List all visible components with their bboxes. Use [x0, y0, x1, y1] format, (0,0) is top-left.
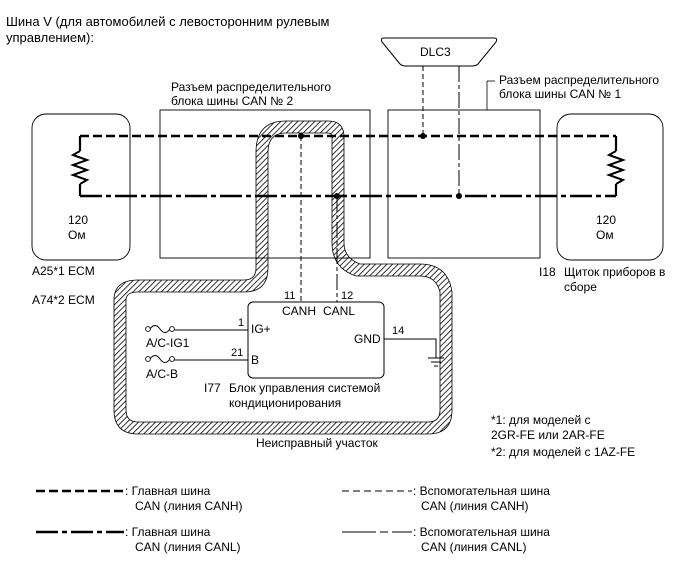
pin-b-label: B: [251, 353, 260, 367]
ecm-label-a74: A74*2 ECM: [32, 293, 95, 307]
pin-canl-number: 12: [341, 290, 354, 302]
junction1-label-line1: Разъем распределительного: [499, 73, 660, 87]
legend-sub-canl-line1: : Вспомогательная шина: [413, 525, 550, 539]
ac-unit-code: I77: [204, 381, 221, 395]
meter-label-line2: сборе: [564, 280, 597, 294]
legend-sub-canh-line2: CAN (линия CANH): [421, 499, 529, 513]
pin-gnd-number: 14: [392, 325, 405, 337]
legend-main-canl-line2: CAN (линия CANL): [135, 540, 241, 554]
note-1b: 2GR-FE или 2AR-FE: [491, 428, 605, 442]
fuse-b-icon: [149, 355, 171, 363]
meter-box: [556, 113, 664, 261]
ac-unit-label-line1: Блок управления системой: [229, 381, 381, 395]
pin-b-number: 21: [231, 347, 244, 359]
pin-canh-label: CANH: [282, 304, 317, 318]
pin-gnd-label: GND: [354, 332, 381, 346]
note-2: *2: для моделей с 1AZ-FE: [491, 445, 636, 459]
junction2-label-line1: Разъем распределительного: [171, 80, 332, 94]
note-1a: *1: для моделей с: [491, 413, 591, 427]
dlc3-label: DLC3: [420, 45, 451, 59]
legend-sub-canl-line2: CAN (линия CANL): [421, 540, 527, 554]
junction2-label-line2: блока шины CAN № 2: [171, 94, 294, 108]
resistor-left: [70, 150, 90, 185]
resistor-left-value: 120: [68, 213, 89, 227]
junction1-label-line2: блока шины CAN № 1: [499, 87, 622, 101]
ac-control-unit: [247, 301, 385, 379]
resistor-right-unit: Ом: [596, 228, 614, 242]
diagram-title: Шина V (для автомобилей с левосторонним …: [6, 14, 330, 45]
faulty-area-outline: [114, 121, 452, 434]
junction-connector-2: [159, 109, 371, 259]
legend-main-canl-line1: : Главная шина: [125, 525, 211, 539]
fuse-ig-icon: [149, 325, 171, 333]
legend-main-canh-line1: : Главная шина: [125, 484, 211, 498]
faulty-area-label: Неисправный участок: [256, 436, 378, 450]
ground-icon: [428, 357, 444, 367]
ac-unit-label-line2: кондиционирования: [229, 396, 342, 410]
pin-canh-number: 11: [284, 290, 296, 302]
junction-connector-1: [387, 109, 541, 259]
ecm-label-a25: A25*1 ECM: [32, 264, 95, 278]
meter-label-line1: Щиток приборов в: [564, 265, 666, 279]
legend-main-canh-line2: CAN (линия CANH): [135, 499, 243, 513]
pin-ig-label: IG+: [251, 322, 271, 336]
resistor-right-value: 120: [596, 213, 617, 227]
dlc3-connector: [380, 37, 498, 67]
meter-code: I18: [539, 265, 556, 279]
resistor-left-unit: Ом: [68, 228, 86, 242]
fuse-ig-label: A/C-IG1: [146, 336, 190, 350]
resistor-right: [606, 150, 626, 185]
pin-ig-number: 1: [238, 317, 245, 329]
pin-canl-label: CANL: [323, 304, 356, 318]
fuse-b-label: A/C-B: [146, 367, 179, 381]
legend-sub-canh-line1: : Вспомогательная шина: [413, 484, 550, 498]
